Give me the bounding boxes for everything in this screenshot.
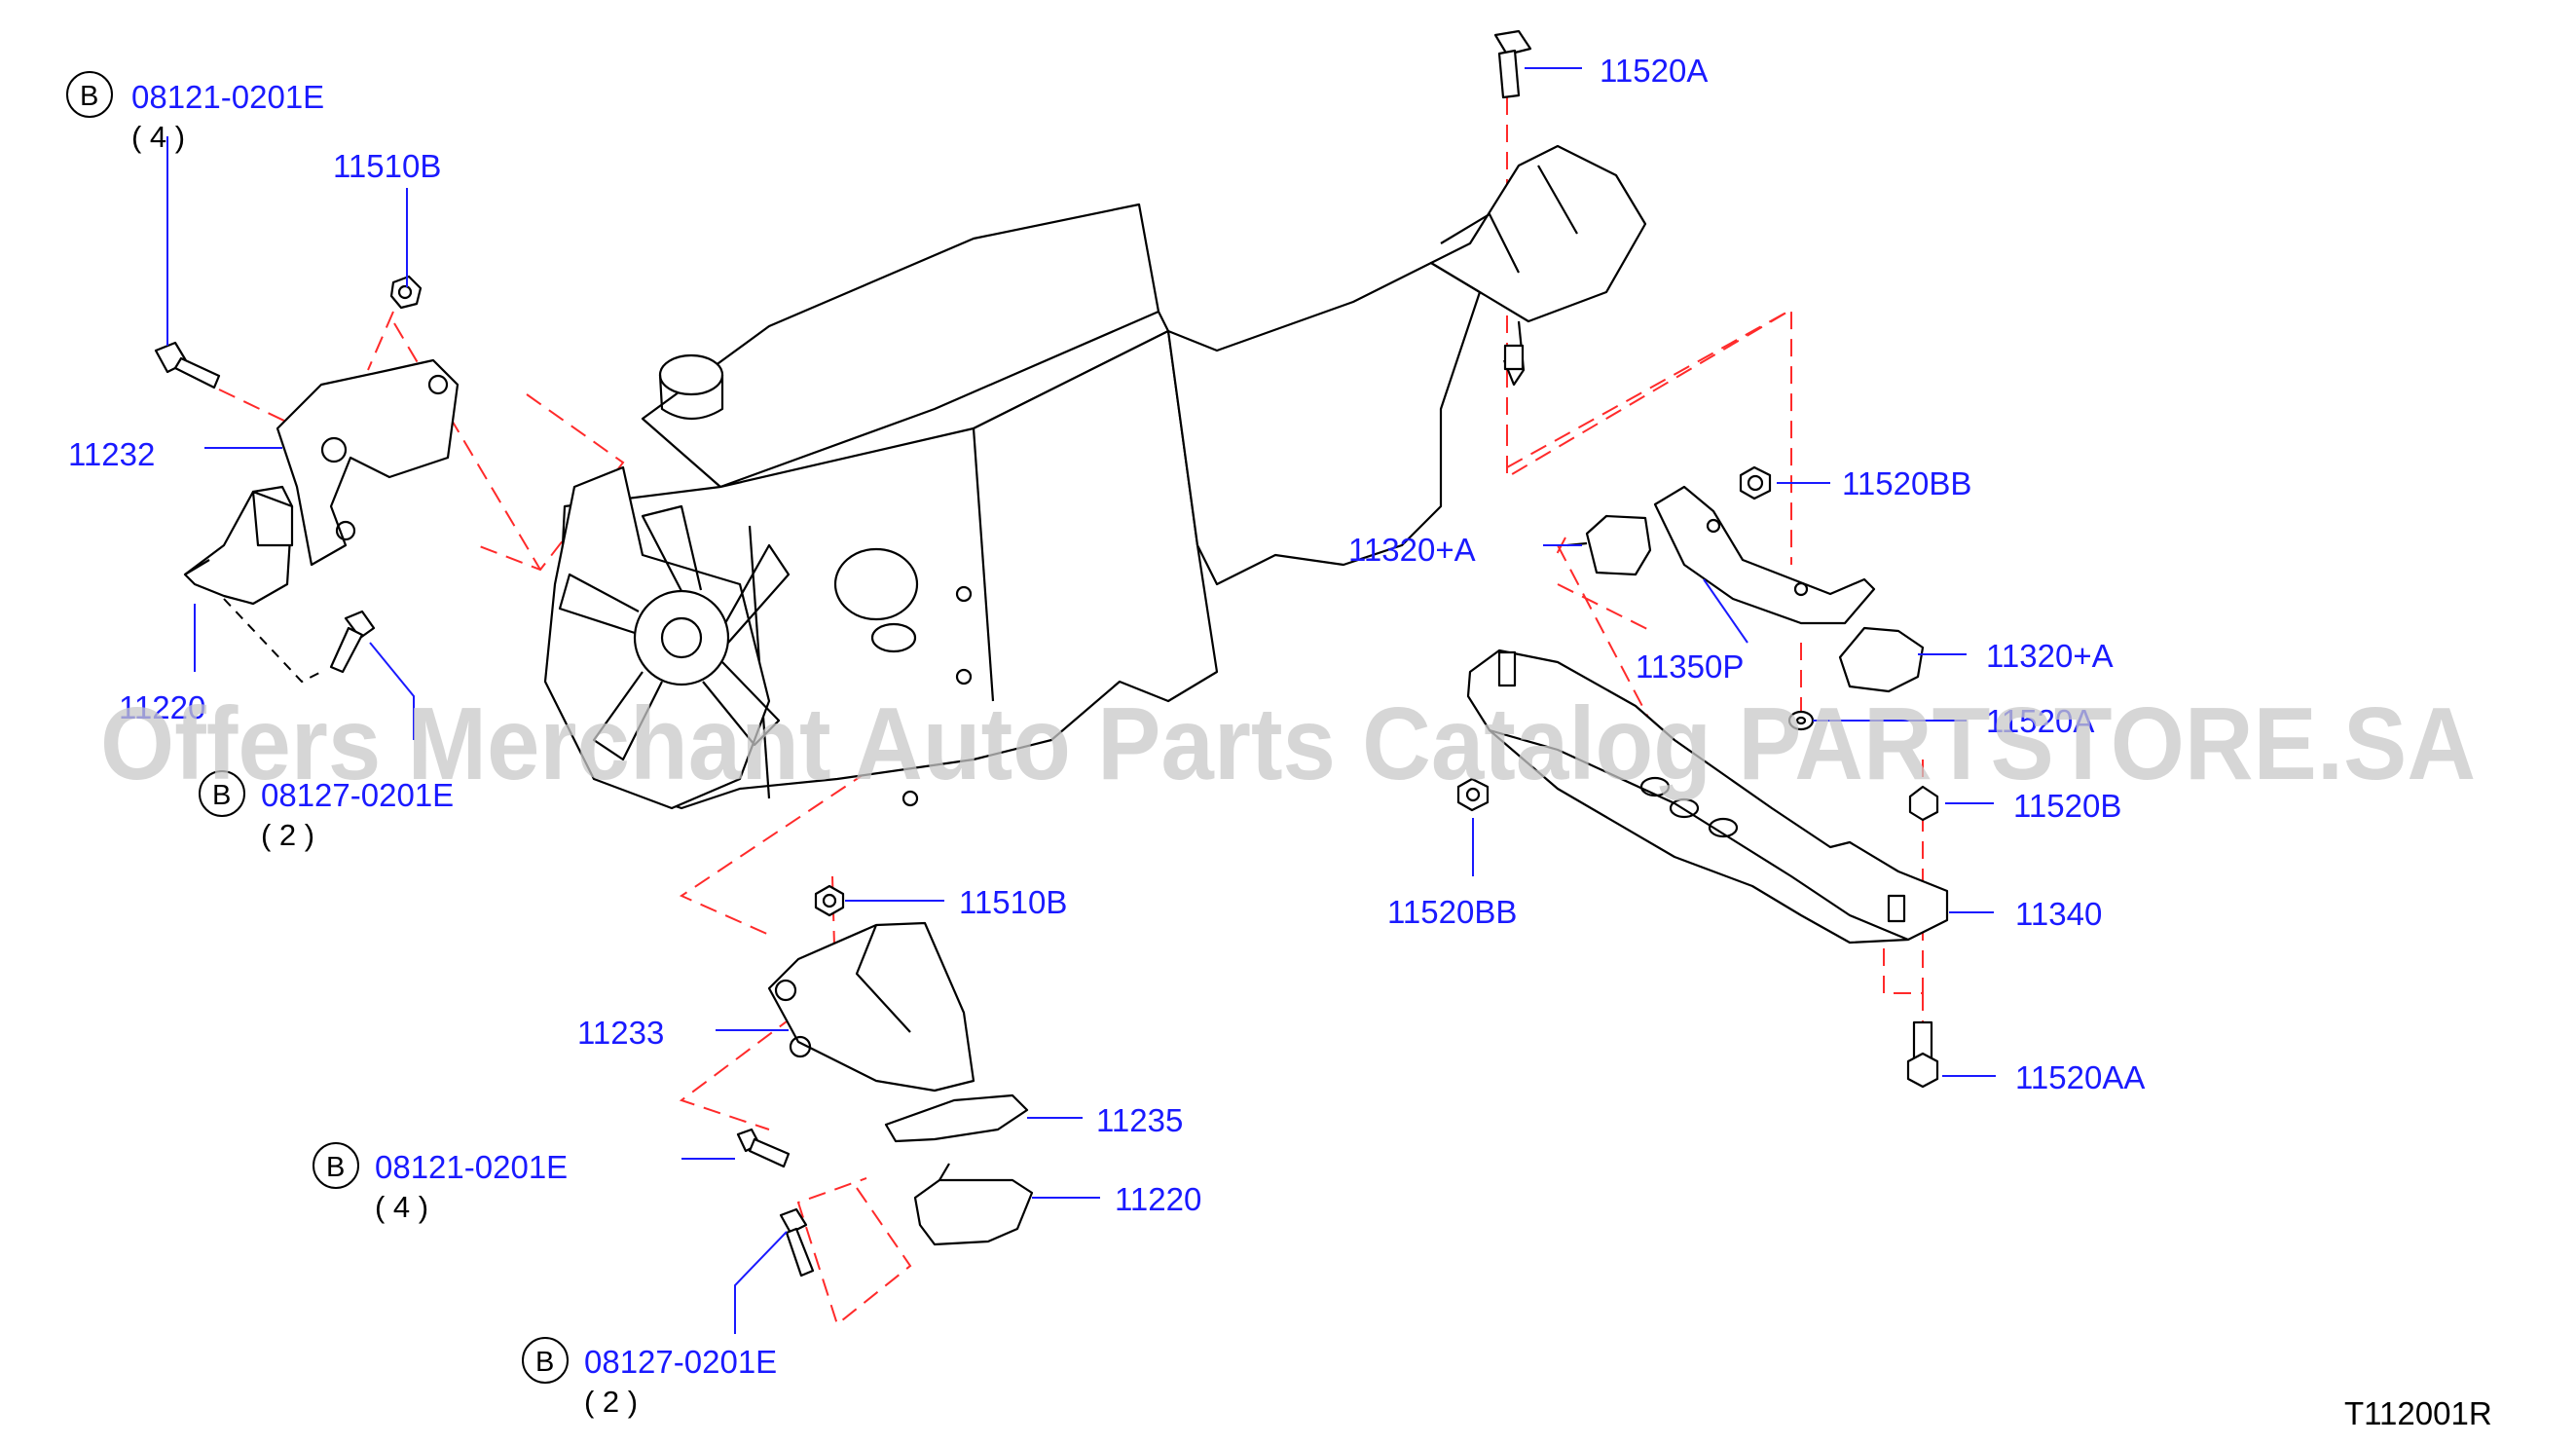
label-11233: 11233 [577, 1015, 664, 1051]
leader-lines [166, 67, 1996, 1334]
bolt-callout-2: B 08127-0201E ( 2 ) [199, 770, 454, 852]
label-11220-bottom: 11220 [1115, 1181, 1201, 1217]
label-11520B: 11520B [2013, 788, 2121, 824]
label-11520A: 11520A [1600, 53, 1708, 89]
nut-11510B-bottom [814, 884, 845, 917]
insulator-11220-bottom [913, 1163, 1034, 1246]
bolt-callout-1: B 08121-0201E ( 4 ) [66, 71, 324, 154]
nut-11520BB-top [1739, 465, 1772, 500]
label-11340: 11340 [2015, 896, 2102, 932]
label-11520BB-top: 11520BB [1842, 465, 1971, 501]
bolt-08127-bottom [779, 1207, 815, 1278]
bracket-11233 [767, 921, 975, 1093]
callout-letter: B [535, 1347, 554, 1378]
label-11232: 11232 [68, 436, 155, 472]
label-11320A-left: 11320+A [1348, 532, 1476, 568]
callout-part-number: 08121-0201E [375, 1149, 568, 1185]
bolt-callout-4: B 08127-0201E ( 2 ) [522, 1337, 777, 1419]
front-mount-assembly [736, 884, 1034, 1278]
bracket-11232 [276, 358, 460, 567]
bolt-11520AA [1906, 1020, 1939, 1089]
label-11235: 11235 [1096, 1102, 1183, 1138]
label-11520BB-bottom: 11520BB [1387, 894, 1517, 930]
callout-quantity: ( 4 ) [131, 120, 185, 154]
spacer-11235 [884, 1093, 1029, 1143]
label-11510B-top: 11510B [333, 148, 441, 184]
nut-11520BB-bottom [1456, 777, 1490, 812]
label-11510B-bottom: 11510B [959, 884, 1067, 920]
callout-letter: B [212, 780, 231, 811]
label-11520AA: 11520AA [2015, 1059, 2145, 1095]
callout-quantity: ( 2 ) [261, 818, 314, 852]
callout-part-number: 08127-0201E [261, 777, 454, 813]
rear-mount-assembly [1456, 29, 1949, 1089]
watermark: Offers Merchant Auto Parts Catalog PARTS… [100, 686, 2476, 801]
callout-part-number: 08121-0201E [131, 79, 324, 115]
label-11350P: 11350P [1636, 648, 1744, 685]
insulator-11220-left [183, 485, 294, 606]
callout-quantity: ( 2 ) [584, 1385, 638, 1419]
engine-transmission [543, 144, 1647, 810]
bolt-08127-left [329, 610, 376, 674]
bolt-11520A-top [1493, 29, 1532, 99]
part-labels: 11520A 11510B 11232 11220 11520BB 11320+… [68, 53, 2145, 1217]
bolt-08121-top [154, 341, 221, 389]
bracket-11350P [1653, 485, 1876, 625]
callout-part-number: 08127-0201E [584, 1344, 777, 1380]
label-11520A-mid: 11520A [1986, 703, 2094, 739]
diagram-code: T112001R [2344, 1395, 2492, 1431]
left-mount-assembly [154, 275, 460, 684]
nut-11510B-top [389, 275, 423, 310]
label-11220-left: 11220 [119, 689, 205, 725]
nut-11520B [1908, 785, 1939, 822]
label-11320A-right: 11320+A [1986, 638, 2114, 674]
callout-quantity: ( 4 ) [375, 1190, 428, 1224]
crossmember-11340 [1466, 648, 1949, 945]
bolt-08121-bottom [736, 1128, 791, 1168]
insulator-11320A-right [1838, 626, 1925, 693]
callout-letter: B [326, 1152, 345, 1183]
callout-letter: B [80, 81, 98, 112]
bolt-callout-3: B 08121-0201E ( 4 ) [313, 1142, 568, 1224]
